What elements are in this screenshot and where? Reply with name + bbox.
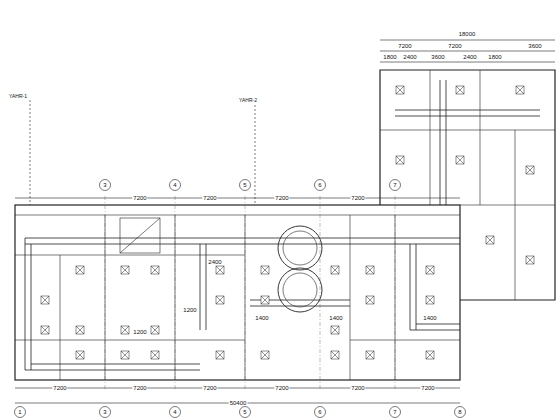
dimension-label: 1800 — [382, 54, 397, 60]
axis-number: 5 — [242, 409, 247, 415]
axis-number: 4 — [172, 409, 177, 415]
dimension-label: 1400 — [254, 315, 269, 321]
axis-number: 3 — [102, 409, 107, 415]
dimension-label: 3600 — [527, 43, 542, 49]
dimension-label: 7200 — [274, 195, 289, 201]
dimension-label: 2400 — [402, 54, 417, 60]
dimension-label: 7200 — [397, 43, 412, 49]
dimension-label: 1200 — [132, 329, 147, 335]
dimension-label: 7200 — [132, 385, 147, 391]
axis-number: 7 — [392, 409, 397, 415]
dimension-label: 1200 — [182, 307, 197, 313]
axis-number: 8 — [457, 409, 462, 415]
axis-number: 7 — [392, 182, 397, 188]
dimension-label: 7200 — [202, 195, 217, 201]
dimension-label: 2400 — [207, 259, 222, 265]
dimension-label: 1400 — [328, 315, 343, 321]
dimension-label: 50400 — [229, 400, 248, 406]
axis-number: 4 — [172, 182, 177, 188]
axis-number: 1 — [17, 409, 22, 415]
axis-number: 5 — [242, 182, 247, 188]
dimension-label: 2400 — [462, 54, 477, 60]
axis-number: 6 — [317, 409, 322, 415]
axis-number: 6 — [317, 182, 322, 188]
dimension-label: 7200 — [350, 385, 365, 391]
dimension-label: 7200 — [350, 195, 365, 201]
dimension-label: 3600 — [430, 54, 445, 60]
equipment-note: YAHR-1 — [8, 94, 28, 99]
equipment-note: YAHR-2 — [238, 98, 258, 103]
dimension-label: 7200 — [52, 385, 67, 391]
dimension-label: 7200 — [447, 43, 462, 49]
dimension-label: 7200 — [274, 385, 289, 391]
dimension-label: 1400 — [422, 315, 437, 321]
dimension-label: 18000 — [458, 31, 477, 37]
dimension-label: 1800 — [487, 54, 502, 60]
axis-number: 3 — [102, 182, 107, 188]
dimension-label: 7200 — [202, 385, 217, 391]
dimension-label: 7200 — [420, 385, 435, 391]
dimension-label: 7200 — [132, 195, 147, 201]
